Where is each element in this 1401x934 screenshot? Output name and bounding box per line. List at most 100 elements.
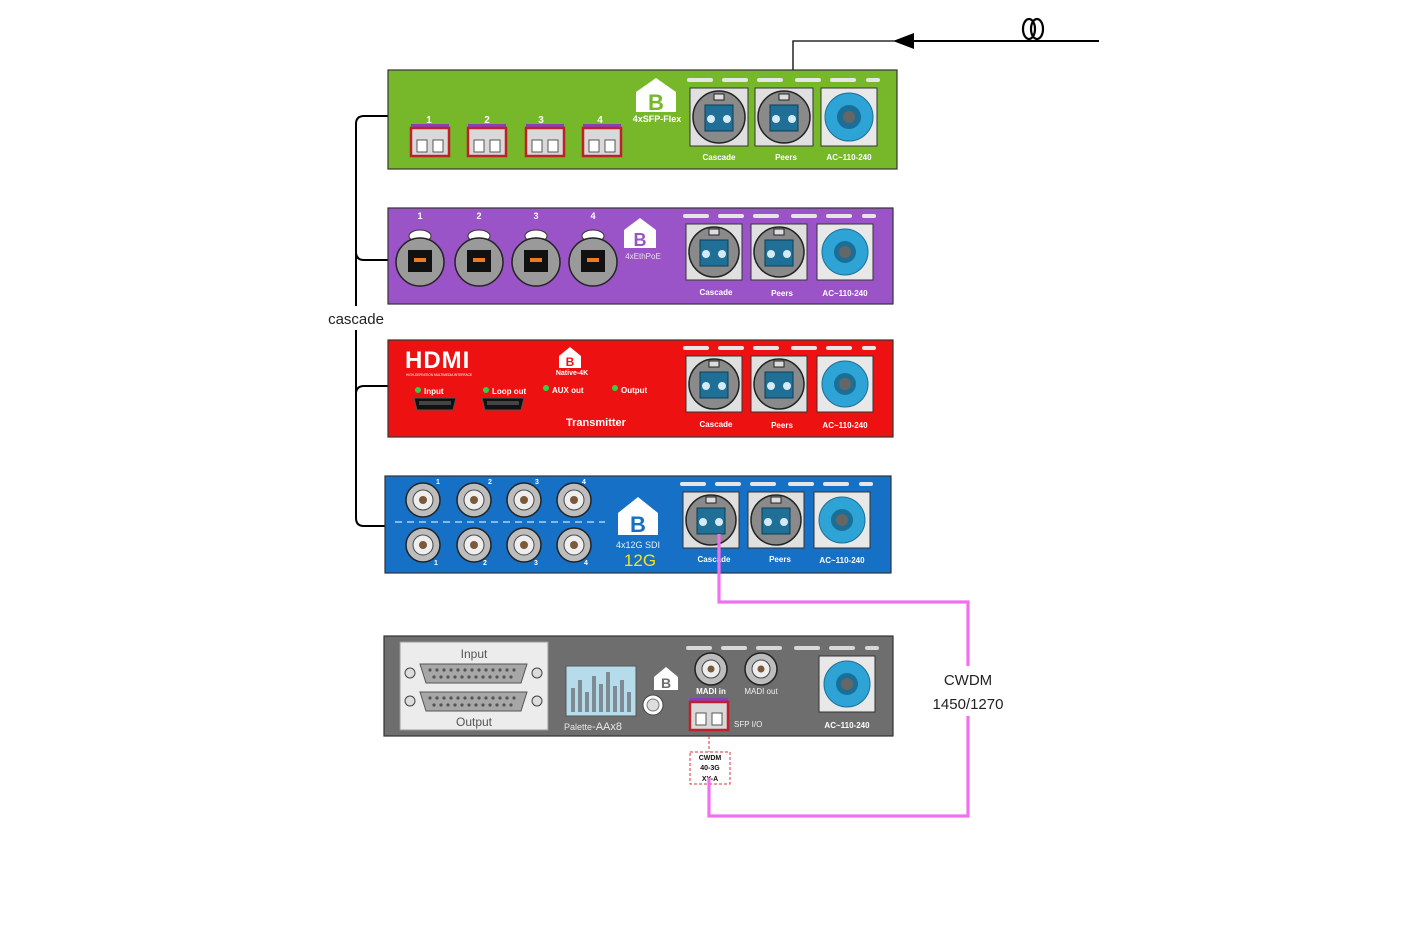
bnc-port-bottom-1[interactable]: 1 — [405, 527, 441, 567]
ac-label: AC~110-240 — [819, 556, 865, 565]
svg-text:MADI out: MADI out — [744, 687, 778, 696]
sfp-port-3[interactable]: 3 — [524, 115, 566, 158]
unit-4xethpoe: 1 2 3 4 B 4xEthPoE — [387, 207, 894, 305]
peers-port[interactable]: Peers — [750, 355, 808, 430]
cascade-port-label: Cascade — [700, 288, 733, 297]
cwdm-label: CWDM — [944, 672, 992, 689]
svg-text:B: B — [634, 230, 647, 250]
svg-text:3: 3 — [538, 115, 544, 126]
logo-house-icon: B — [559, 347, 581, 369]
hdmi-input-port[interactable]: Input — [413, 387, 457, 411]
peers-port[interactable]: Peers — [750, 223, 808, 298]
ac-power-inlet[interactable]: AC~110-240 — [820, 87, 878, 162]
svg-text:3: 3 — [534, 560, 538, 567]
bnc-port-top-3[interactable]: 3 — [506, 479, 542, 518]
speed-badge: 12G — [624, 551, 656, 570]
svg-text:1: 1 — [434, 560, 438, 567]
ac-power-inlet[interactable]: AC~110-240 — [818, 655, 876, 730]
reset-button[interactable] — [642, 694, 664, 716]
ac-label: AC~110-240 — [822, 289, 868, 298]
cascade-port-label: Cascade — [703, 153, 736, 162]
cascade-port[interactable]: Cascade — [685, 223, 743, 297]
dsub-output-connector[interactable] — [404, 691, 543, 712]
cascade-port[interactable]: Cascade — [682, 491, 740, 564]
svg-text:CWDM: CWDM — [699, 755, 722, 762]
svg-text:AUX out: AUX out — [552, 386, 584, 395]
svg-text:B: B — [648, 90, 664, 115]
svg-text:2: 2 — [488, 479, 492, 486]
svg-text:3: 3 — [535, 479, 539, 486]
sfp-io-label: SFP I/O — [734, 720, 762, 729]
peers-port-label: Peers — [769, 555, 791, 564]
ac-power-inlet[interactable]: AC~110-240 — [816, 355, 874, 430]
output-indicator: Output — [612, 385, 648, 395]
bnc-port-top-2[interactable]: 2 — [456, 479, 492, 518]
ac-label: AC~110-240 — [826, 153, 872, 162]
sfp-port-2[interactable]: 2 — [466, 115, 508, 158]
cascade-port-label: Cascade — [698, 555, 731, 564]
unit-4xsfp-flex: 1 2 3 4 — [387, 69, 898, 170]
aux-out-indicator: AUX out — [543, 385, 584, 395]
bnc-port-bottom-2[interactable]: 2 — [456, 527, 492, 567]
svg-text:1: 1 — [436, 479, 440, 486]
status-led-bars — [683, 214, 876, 218]
ac-label: AC~110-240 — [824, 721, 870, 730]
peers-port[interactable]: Peers — [747, 491, 805, 564]
sfp-port-1[interactable]: 1 — [409, 115, 451, 158]
svg-text:1: 1 — [417, 211, 422, 221]
unit-name: 4xSFP-Flex — [633, 114, 682, 124]
svg-text:Input: Input — [424, 387, 444, 396]
input-label: Input — [461, 647, 488, 661]
status-led-bars — [686, 646, 879, 650]
logo-house-icon: B — [618, 497, 658, 537]
svg-text:B: B — [566, 355, 575, 369]
hdmi-loop-out-port[interactable]: Loop out — [481, 387, 527, 411]
sfp-io-port[interactable] — [688, 698, 730, 732]
rj45-port-1[interactable]: 1 — [395, 211, 445, 287]
svg-text:4: 4 — [582, 479, 586, 486]
ac-label: AC~110-240 — [822, 421, 868, 430]
madi-out-port[interactable]: MADI out — [744, 652, 778, 696]
sfp-flex-ports: 1 2 3 4 — [409, 115, 623, 158]
peers-port[interactable]: Peers — [754, 87, 814, 162]
dsub-input-connector[interactable] — [404, 663, 543, 684]
bnc-port-top-1[interactable]: 1 — [405, 479, 441, 518]
incoming-fiber-line — [792, 17, 1099, 120]
peers-port-label: Peers — [771, 289, 793, 298]
rj45-port-4[interactable]: 4 — [568, 211, 618, 287]
palette-name: Palette-AAx8 — [564, 721, 622, 733]
cascade-bracket: cascade — [322, 115, 390, 527]
bnc-port-bottom-4[interactable]: 4 — [556, 527, 592, 567]
bnc-port-bottom-3[interactable]: 3 — [506, 527, 542, 567]
cascade-port[interactable]: Cascade — [685, 355, 743, 429]
madi-in-port[interactable]: MADI in — [694, 652, 728, 696]
unit-4x12g-sdi: 1 2 3 4 1 2 3 4 — [384, 475, 892, 574]
svg-text:4: 4 — [584, 560, 588, 567]
sfp-port-4[interactable]: 4 — [581, 115, 623, 158]
bnc-port-top-4[interactable]: 4 — [556, 479, 592, 518]
unit-palette-aax8: Input Output Palette-AAx8 — [383, 635, 894, 737]
ac-power-inlet[interactable]: AC~110-240 — [813, 491, 871, 565]
status-led-bars — [687, 78, 880, 82]
status-led-bars — [683, 346, 876, 350]
svg-text:3: 3 — [533, 211, 538, 221]
dsub-panel — [399, 641, 549, 731]
svg-text:40-3G: 40-3G — [700, 765, 720, 772]
rj45-port-2[interactable]: 2 — [454, 211, 504, 287]
svg-text:4: 4 — [597, 115, 603, 126]
logo-house-icon: B — [636, 78, 676, 115]
hdmi-brand-subtitle: HIGH-DEFINITION MULTIMEDIA INTERFACE — [406, 373, 472, 377]
transmitter-label: Transmitter — [566, 417, 627, 429]
rj45-port-3[interactable]: 3 — [511, 211, 561, 287]
peers-port-label: Peers — [775, 153, 797, 162]
status-led-bars — [680, 482, 873, 486]
cwdm-fiber-link: CWDM 1450/1270 — [707, 534, 1018, 818]
cascade-port[interactable]: Cascade — [689, 87, 749, 162]
svg-text:Loop out: Loop out — [492, 387, 527, 396]
ac-power-inlet[interactable]: AC~110-240 — [816, 223, 874, 298]
svg-text:2: 2 — [483, 560, 487, 567]
unit-name: 4x12G SDI — [616, 540, 660, 550]
logo-house-icon: B — [624, 218, 656, 250]
level-meter-display-icon — [565, 665, 637, 717]
